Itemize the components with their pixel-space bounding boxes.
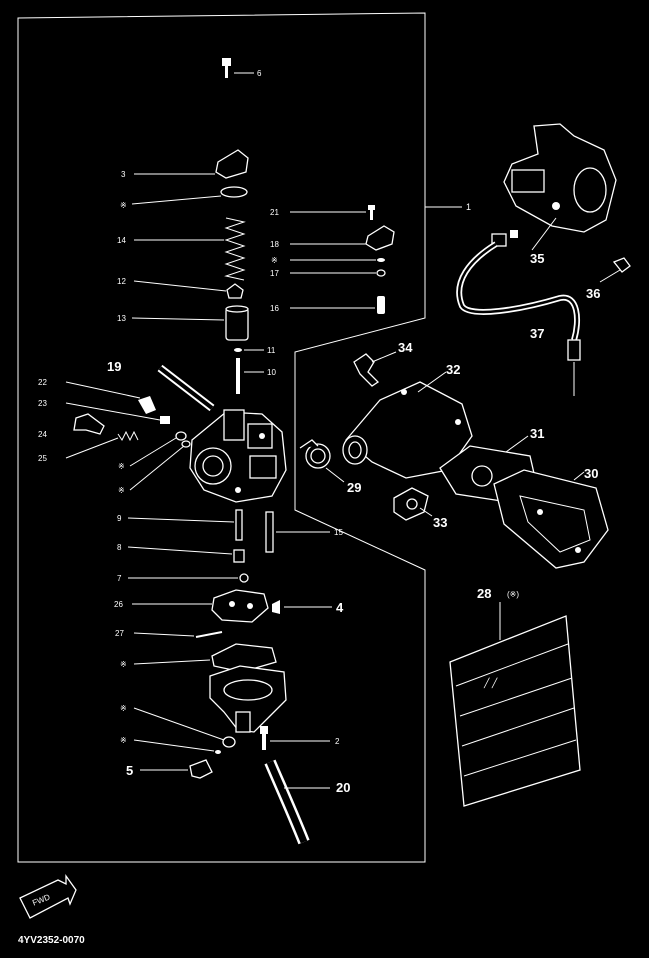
part-spring-14: 14 <box>117 217 246 281</box>
callout-12: 12 <box>117 277 126 286</box>
callout-9: 9 <box>117 514 122 523</box>
callout-25: 25 <box>38 454 47 463</box>
callout-star-a: ※ <box>120 201 127 210</box>
part-drain-hose-20: 20 <box>264 759 350 845</box>
part-washer-star-c: ※ <box>118 431 187 471</box>
callout-star-c: ※ <box>118 462 125 471</box>
part-plate-18: 18 <box>270 225 395 251</box>
callout-18: 18 <box>270 240 279 249</box>
callout-19: 19 <box>107 359 121 374</box>
callout-26: 26 <box>114 600 123 609</box>
callout-star-g: ※ <box>120 736 127 745</box>
callout-33: 33 <box>433 515 447 530</box>
part-spring-25: 25 <box>38 430 139 463</box>
callout-17: 17 <box>270 269 279 278</box>
part-grommet-33: 33 <box>393 487 447 530</box>
part-carburetor-body <box>189 409 287 503</box>
callout-8: 8 <box>117 543 122 552</box>
part-screw-22: 22 <box>38 378 156 414</box>
part-screw-2: 2 <box>260 726 340 750</box>
part-cable-37: 37 <box>456 241 581 396</box>
fwd-direction-arrow: FWD <box>19 873 77 919</box>
part-piston-valve-13: 13 <box>117 305 249 341</box>
part-washer-7: 7 <box>117 573 249 583</box>
part-float-26: 26 <box>114 589 269 623</box>
callout-star-b: ※ <box>271 256 278 265</box>
part-main-jet-8: 8 <box>117 543 245 563</box>
callout-36: 36 <box>586 286 600 301</box>
callout-star-f: ※ <box>120 704 127 713</box>
callout-24: 24 <box>38 430 47 439</box>
callout-34: 34 <box>398 340 413 355</box>
part-reed-valve-30: 30 <box>493 466 609 569</box>
part-screw-23: 23 <box>38 399 170 424</box>
callout-23: 23 <box>38 399 47 408</box>
callout-22: 22 <box>38 378 47 387</box>
part-float-gasket-star-e: ※ <box>120 643 277 673</box>
part-needle-10: 10 <box>236 358 276 394</box>
callout-31: 31 <box>530 426 544 441</box>
part-screw-6: 6 <box>222 58 262 78</box>
callout-4: 4 <box>336 600 344 615</box>
part-jet-16: 16 <box>270 296 385 314</box>
callout-16: 16 <box>270 304 279 313</box>
part-pilot-jet-15: 15 <box>265 511 343 553</box>
part-top-cap-3: 3 <box>121 149 249 179</box>
assembly-boundary <box>17 12 426 863</box>
callout-10: 10 <box>267 368 276 377</box>
callout-20: 20 <box>336 780 350 795</box>
callout-star-e: ※ <box>120 660 127 669</box>
part-repair-kit-28: 28 (※) ╱ ╱ <box>449 586 581 807</box>
part-gasket-star-a: ※ <box>120 186 248 210</box>
part-needle-jet-9: 9 <box>117 509 243 541</box>
callout-29: 29 <box>347 480 361 495</box>
callout-7: 7 <box>117 574 122 583</box>
callout-28-note: (※) <box>507 590 519 599</box>
part-holder-12: 12 <box>117 277 244 299</box>
callout-21: 21 <box>270 208 279 217</box>
callout-6: 6 <box>257 69 262 78</box>
part-clamp-34: 34 <box>353 340 413 387</box>
part-washer-star-g: ※ <box>120 736 221 754</box>
callout-star-d: ※ <box>118 486 125 495</box>
callout-15: 15 <box>334 528 343 537</box>
part-washer-star-d: ※ <box>118 440 191 495</box>
part-clip-11: 11 <box>234 346 276 355</box>
part-screw-36: 36 <box>586 257 631 301</box>
callout-2: 2 <box>335 737 340 746</box>
part-screw-24: 24 <box>38 413 105 439</box>
callout-30: 30 <box>584 466 598 481</box>
drawing-code: 4YV2352-0070 <box>18 935 85 946</box>
part-needle-valve-4: 4 <box>272 600 344 615</box>
part-starter-plunger-35: 35 <box>491 123 617 266</box>
callout-5: 5 <box>126 763 133 778</box>
part-float-chamber <box>209 665 287 733</box>
part-hose-19: 19 <box>107 359 215 412</box>
callout-35: 35 <box>530 251 544 266</box>
part-joint-32: 32 <box>342 362 473 479</box>
part-drain-screw-5: 5 <box>126 759 213 779</box>
callout-32: 32 <box>446 362 460 377</box>
part-oring-17: 17 <box>270 269 386 278</box>
callout-11: 11 <box>267 346 276 355</box>
callout-14: 14 <box>117 236 126 245</box>
callout-13: 13 <box>117 314 126 323</box>
callout-37: 37 <box>530 326 544 341</box>
part-washer-star-b: ※ <box>271 256 385 265</box>
part-pin-27: 27 <box>115 629 223 638</box>
callout-28: 28 <box>477 586 491 601</box>
callout-1: 1 <box>466 202 471 212</box>
part-screw-21: 21 <box>270 205 375 220</box>
callout-27: 27 <box>115 629 124 638</box>
part-hose-clamp-29: 29 <box>299 439 361 495</box>
part-oring-star-f: ※ <box>120 704 236 748</box>
kit-label-mark: ╱ ╱ <box>483 677 498 689</box>
callout-3: 3 <box>121 170 126 179</box>
